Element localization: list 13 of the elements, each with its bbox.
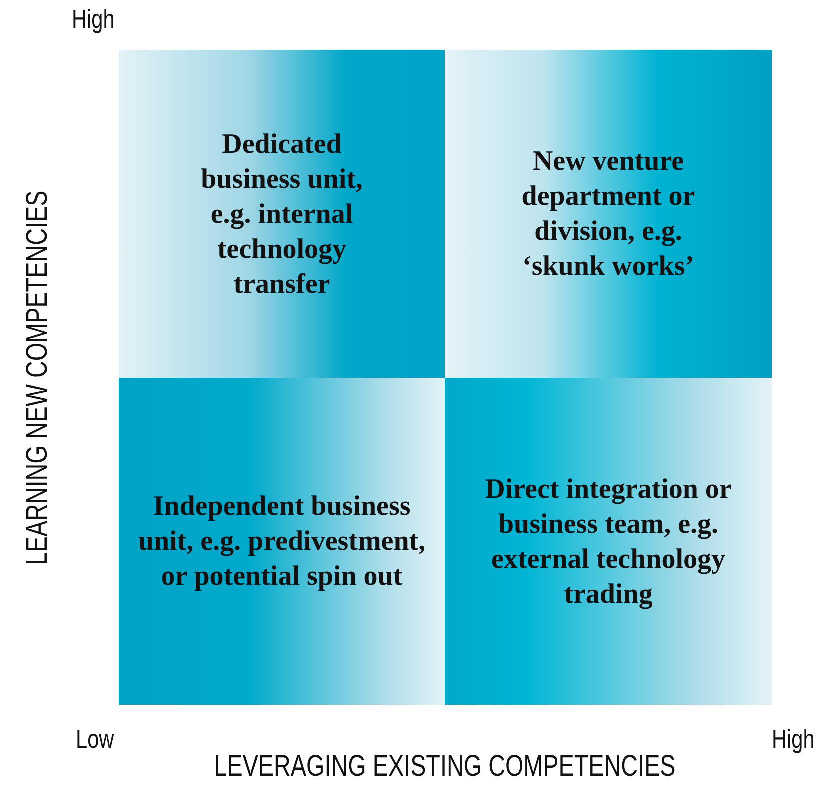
quadrant-text: Dedicated business unit, e.g. internal technology transfer xyxy=(200,128,364,302)
axis-title: LEVERAGING EXISTING COMPETENCIES xyxy=(214,750,676,784)
quadrant-panel xyxy=(445,50,772,378)
quadrant-text: Independent business unit, e.g. predivestment, or potential spin out xyxy=(137,490,427,594)
axis-tick-label: High xyxy=(72,4,115,35)
quadrant-panel xyxy=(445,378,772,705)
axis-tick-label: High xyxy=(772,724,815,755)
axis-tick-label: Low xyxy=(76,724,114,755)
quadrant-text: Direct integration or business team, e.g. external technology trading xyxy=(484,472,733,612)
quadrant-panel xyxy=(119,50,445,378)
axis-title: LEARNING NEW COMPETENCIES xyxy=(21,190,55,566)
quadrant-panel xyxy=(119,378,445,705)
quadrant-text: New venture department or division, e.g. ‘skunk works’ xyxy=(520,145,696,284)
